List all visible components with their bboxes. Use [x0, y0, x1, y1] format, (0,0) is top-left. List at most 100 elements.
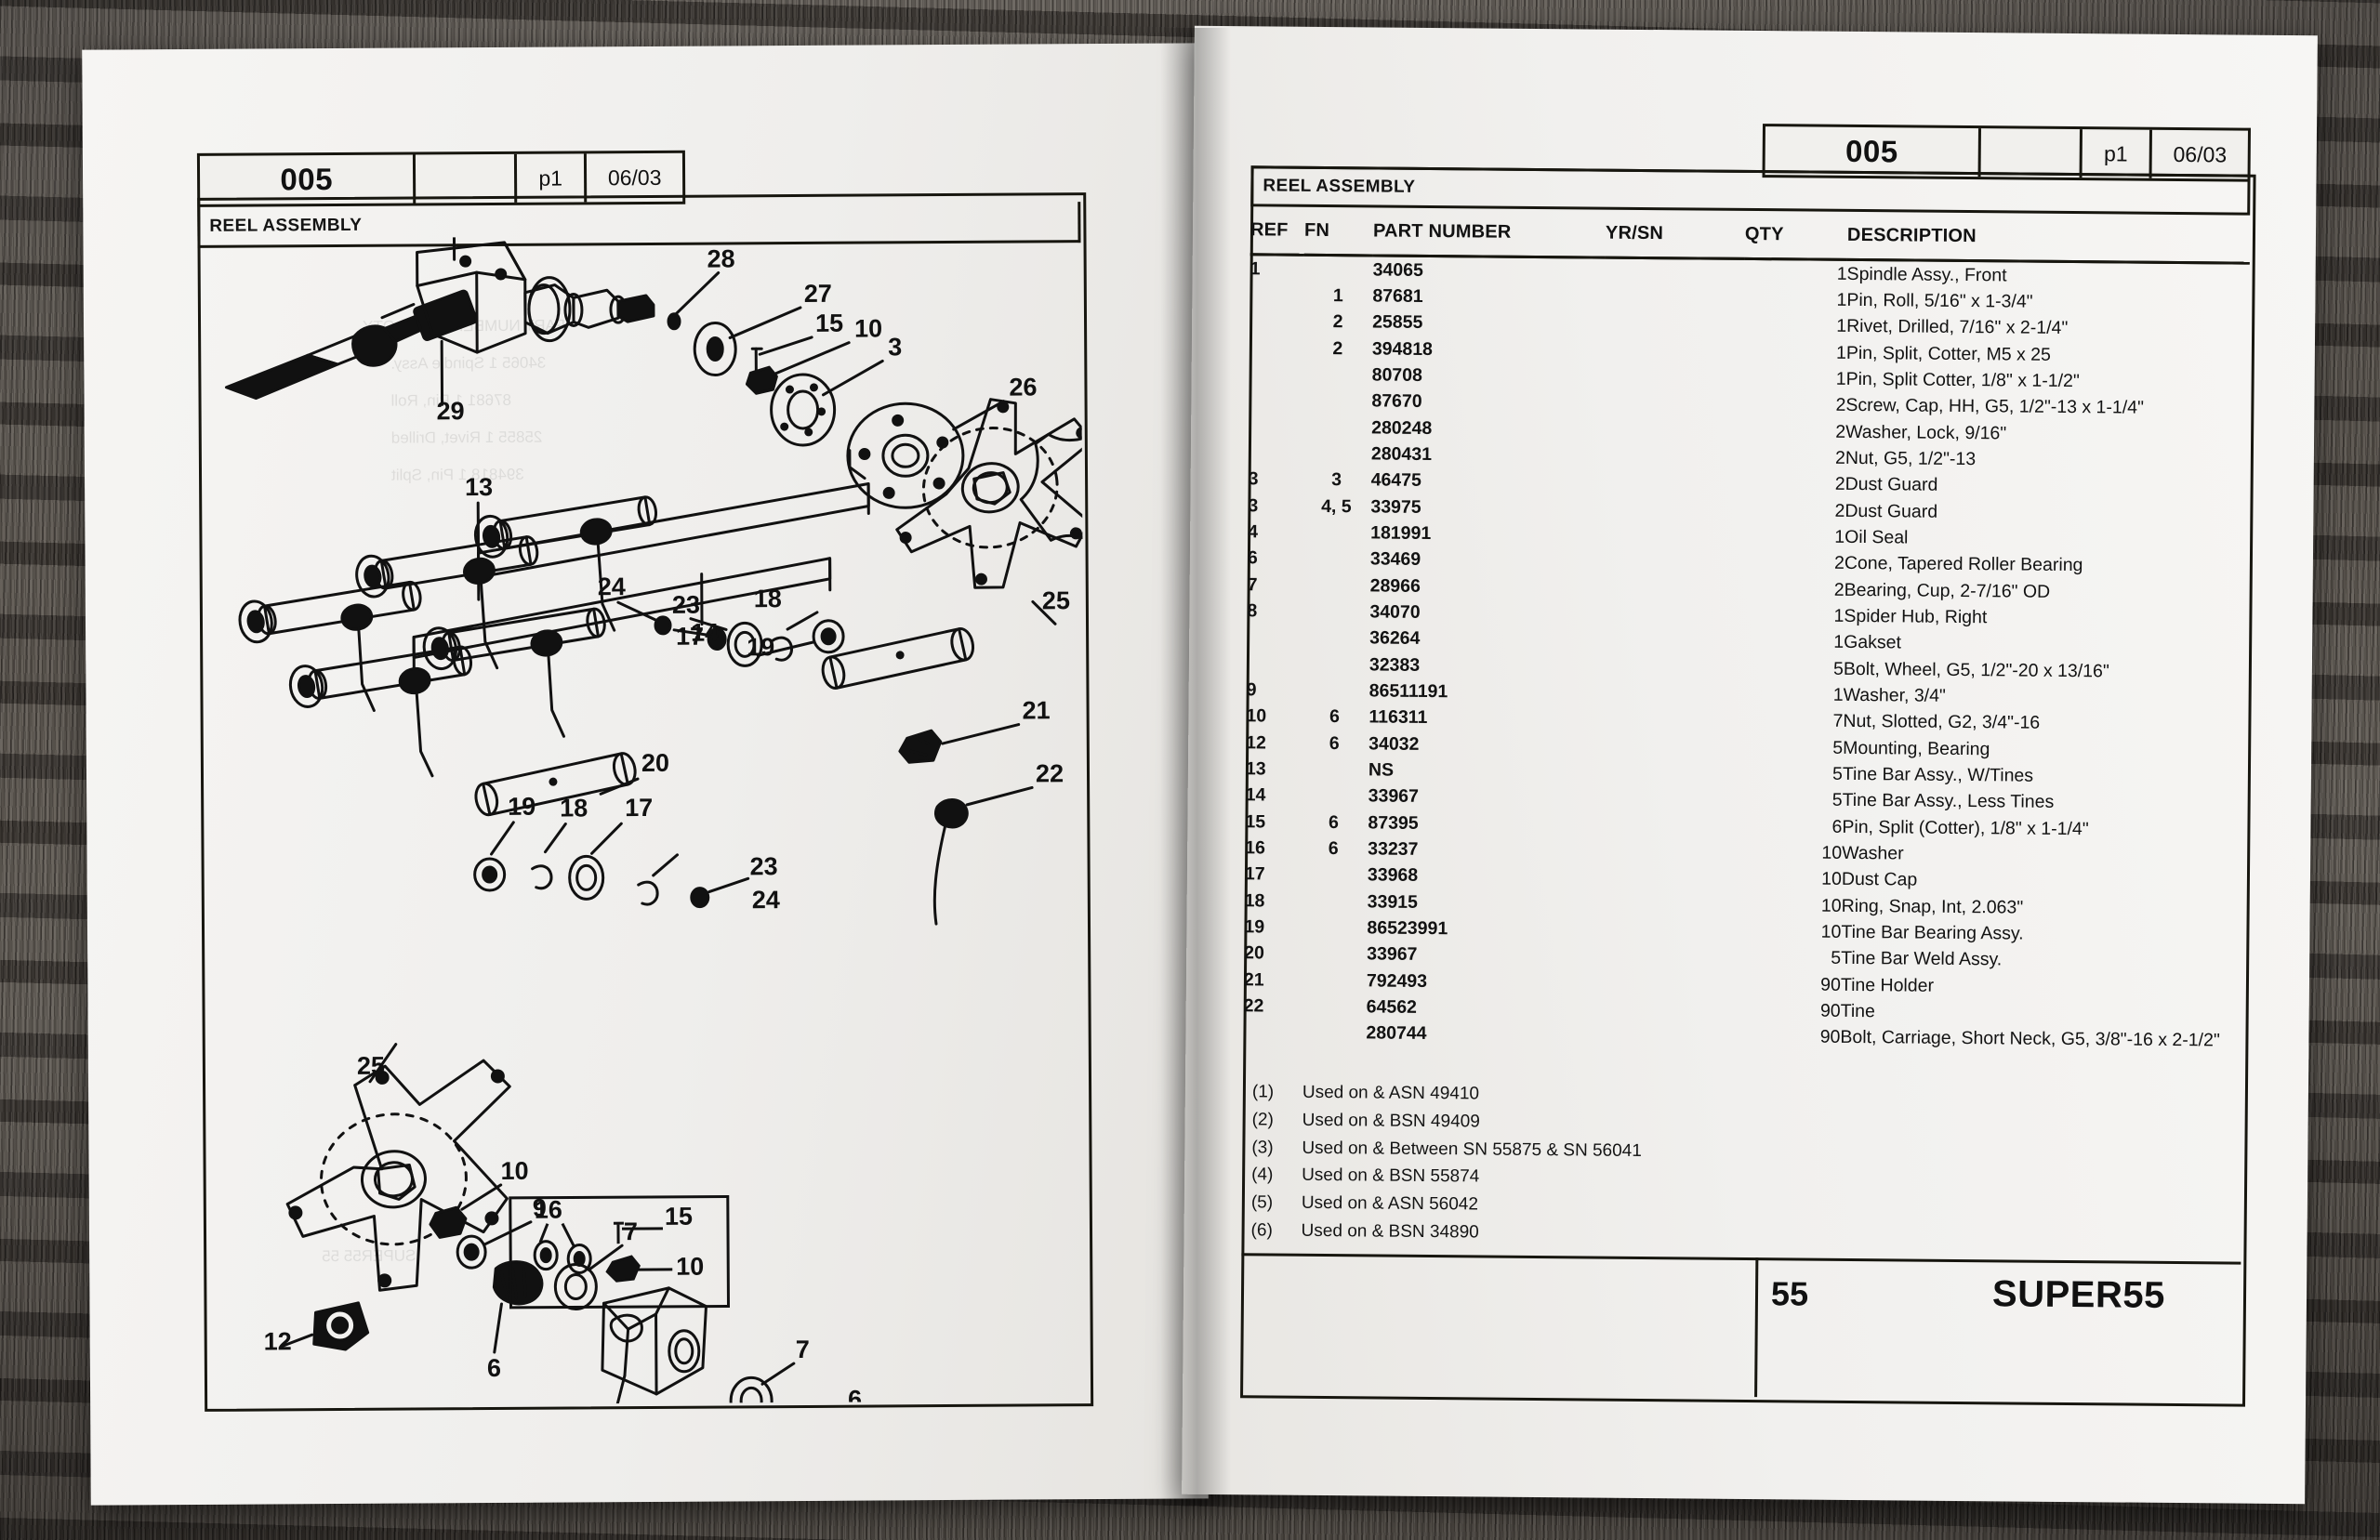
cell-ref [1249, 441, 1302, 467]
cell-qty: 7 [1832, 711, 1844, 732]
cell-description: Nut, Slotted, G2, 3/4"-16 [1843, 711, 2041, 734]
cell-part-number: 32383 [1368, 654, 1421, 676]
cell-yr-sn [1601, 785, 1740, 813]
cell-part-number: 87670 [1371, 390, 1422, 413]
cell-part-number: 46475 [1370, 469, 1421, 492]
cell-description: Washer [1842, 842, 1904, 864]
cell-yr-sn [1599, 944, 1739, 972]
cell-description: Tine [1840, 1000, 1876, 1022]
cell-qty: 1 [1834, 526, 1845, 547]
svg-text:6: 6 [848, 1386, 862, 1406]
cell-qty: 2 [1834, 474, 1845, 495]
cell-yr-sn [1602, 601, 1741, 629]
cell-fn [1300, 783, 1368, 810]
cell-ref [1250, 362, 1303, 388]
cell-qty: 90 [1820, 974, 1842, 995]
cell-fn [1302, 441, 1371, 467]
cell-yr-sn [1599, 970, 1739, 998]
cell-part-number: 33975 [1370, 496, 1421, 518]
cell-fn: 2 [1332, 337, 1343, 359]
cell-fn [1302, 415, 1371, 441]
cell-qty: 1 [1833, 632, 1844, 653]
cell-part-number: 64562 [1366, 996, 1418, 1019]
cell-yr-sn [1598, 1023, 1738, 1051]
cell-ref: 14 [1245, 784, 1266, 806]
cell-ref: 22 [1243, 995, 1264, 1017]
cell-qty: 90 [1819, 1000, 1841, 1021]
cell-description: Mounting, Bearing [1843, 737, 1990, 759]
cell-description: Cone, Tapered Roller Bearing [1844, 553, 2083, 576]
svg-text:10: 10 [676, 1253, 704, 1281]
svg-text:10: 10 [854, 314, 882, 342]
cell-qty: 1 [1836, 263, 1847, 284]
cell-description: Tine Bar Bearing Assy. [1841, 921, 2024, 944]
cell-ref [1250, 283, 1303, 309]
svg-text:18: 18 [560, 794, 588, 822]
footnote-number: (1) [1251, 1082, 1275, 1102]
cell-fn [1304, 255, 1373, 283]
cell-description: Tine Bar Assy., W/Tines [1842, 763, 2034, 786]
svg-text:6: 6 [487, 1354, 501, 1382]
cell-yr-sn [1605, 257, 1744, 286]
cell-qty: 6 [1831, 816, 1843, 837]
cell-yr-sn [1601, 759, 1740, 787]
svg-text:16: 16 [535, 1196, 562, 1224]
cell-qty: 10 [1820, 921, 1842, 942]
right-header-section-code: 005 [1765, 126, 1982, 178]
cell-qty: 10 [1820, 895, 1842, 916]
cell-fn: 1 [1332, 284, 1343, 307]
cell-part-number: 25855 [1372, 311, 1423, 334]
cell-fn: 6 [1328, 811, 1339, 833]
svg-text:29: 29 [437, 397, 465, 425]
cell-part-number: 33968 [1367, 864, 1419, 887]
cell-ref: 9 [1246, 679, 1257, 701]
cell-description: Gakset [1844, 632, 1902, 653]
footnote-number: (2) [1251, 1110, 1274, 1130]
cell-description: Pin, Roll, 5/16" x 1-3/4" [1846, 289, 2033, 312]
footer-page-number: 55 [1770, 1274, 1809, 1313]
footnote-line: (5)Used on & ASN 56042 [1251, 1191, 2088, 1221]
right-header-blank-cell [1980, 128, 2083, 178]
footnote-text: Used on & BSN 49409 [1302, 1110, 1480, 1132]
cell-part-number: NS [1368, 759, 1395, 781]
cell-description: Rivet, Drilled, 7/16" x 2-1/4" [1846, 316, 2069, 339]
footnote-text: Used on & ASN 56042 [1301, 1192, 1479, 1215]
cell-fn [1301, 652, 1369, 678]
cell-fn [1302, 388, 1371, 415]
right-header-page-label: p1 [2082, 129, 2153, 178]
cell-yr-sn [1603, 575, 1742, 603]
cell-part-number: 86511191 [1368, 680, 1448, 703]
cell-description: Tine Bar Assy., Less Tines [1842, 790, 2055, 813]
cell-description: Tine Holder [1840, 974, 1935, 996]
cell-qty: 5 [1831, 763, 1844, 784]
cell-part-number: 280248 [1371, 416, 1433, 439]
cell-ref [1250, 335, 1303, 362]
cell-qty: 5 [1831, 948, 1842, 969]
cell-qty: 1 [1832, 684, 1844, 705]
footnote-number: (6) [1250, 1220, 1273, 1241]
cell-fn [1298, 967, 1367, 994]
footnote-text: Used on & BSN 55874 [1302, 1165, 1480, 1187]
cell-yr-sn [1604, 390, 1743, 418]
svg-text:25: 25 [357, 1052, 385, 1080]
cell-part-number: 394818 [1371, 337, 1434, 360]
cell-part-number: 87395 [1368, 812, 1419, 834]
cell-description: Ring, Snap, Int, 2.063" [1841, 895, 2024, 918]
cell-description: Bearing, Cup, 2-7/16" OD [1844, 579, 2051, 602]
cell-part-number: 36264 [1369, 627, 1421, 650]
cell-ref: 21 [1243, 969, 1264, 991]
svg-text:19: 19 [508, 793, 536, 821]
svg-text:10: 10 [501, 1157, 529, 1185]
cell-ref: 8 [1247, 600, 1258, 622]
cell-fn [1300, 757, 1368, 783]
footnote-line: (4)Used on & BSN 55874 [1251, 1165, 2088, 1194]
svg-text:15: 15 [815, 309, 843, 337]
cell-fn [1299, 888, 1368, 915]
cell-ref: 4 [1248, 521, 1259, 543]
cell-qty: 90 [1819, 1027, 1841, 1048]
cell-description: Dust Guard [1844, 474, 1938, 496]
cell-fn: 3 [1331, 469, 1342, 491]
cell-yr-sn [1603, 548, 1742, 576]
svg-text:9: 9 [533, 1194, 547, 1222]
cell-part-number: 33915 [1367, 891, 1419, 913]
